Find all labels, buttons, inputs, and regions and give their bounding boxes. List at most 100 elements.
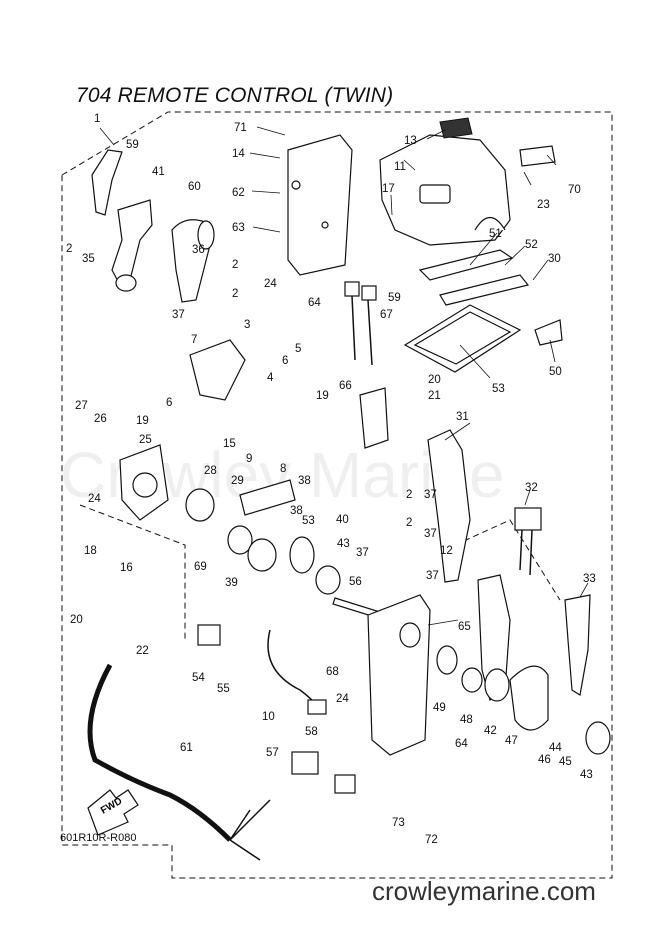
callout: 22	[136, 645, 149, 657]
gear-44	[315, 565, 341, 595]
callout: 20	[70, 614, 83, 626]
callout: 17	[382, 183, 395, 195]
callout: 2	[406, 517, 412, 529]
callout: 43	[337, 538, 350, 550]
grip-60	[91, 149, 123, 216]
callout: 53	[302, 515, 315, 527]
callout: 54	[192, 672, 205, 684]
callout: 37	[424, 489, 437, 501]
callout: 2	[406, 489, 412, 501]
fwd-arrow-icon: FWD	[87, 789, 139, 836]
callout: 16	[120, 562, 133, 574]
diagram-code: 601R10R-R080	[60, 832, 137, 844]
callout: 37	[172, 309, 185, 321]
callout: 37	[426, 570, 439, 582]
callout: 2	[232, 288, 238, 300]
callout: 31	[456, 411, 469, 423]
callout: 24	[88, 493, 101, 505]
ring-50	[461, 667, 483, 693]
assembly-boundary	[61, 111, 613, 879]
callout: 26	[94, 413, 107, 425]
clip-72	[519, 145, 556, 167]
callout: 24	[336, 693, 349, 705]
callout: 18	[84, 545, 97, 557]
plate-53	[418, 249, 530, 306]
callout: 9	[246, 453, 252, 465]
callout: 53	[492, 383, 505, 395]
lever-43b	[477, 574, 511, 702]
callout: 51	[489, 228, 502, 240]
callout: 56	[349, 576, 362, 588]
washer-55	[289, 536, 315, 574]
callout: 24	[264, 278, 277, 290]
callout: 5	[295, 343, 301, 355]
ring-71	[227, 525, 253, 555]
grip-36	[564, 594, 591, 696]
harness-63	[87, 663, 271, 861]
box-68	[359, 387, 389, 449]
callout: 65	[458, 621, 471, 633]
callout: 33	[583, 573, 596, 585]
callout: 49	[433, 702, 446, 714]
harness-61	[344, 281, 377, 366]
lever-43	[111, 199, 153, 292]
callout: 8	[280, 463, 286, 475]
callout: 41	[152, 166, 165, 178]
handle-49	[509, 665, 549, 731]
callout: 67	[380, 309, 393, 321]
callout-labels: 1 2 2 2 2 2 3 4 5 6 6 7 8 9 10 11 12 13 …	[66, 113, 596, 846]
gasket-54	[403, 304, 522, 373]
callout: 6	[282, 355, 288, 367]
bracket-3	[189, 339, 246, 401]
callout: 59	[126, 139, 139, 151]
website-label[interactable]: crowleymarine.com	[372, 876, 596, 906]
callout: 23	[537, 199, 550, 211]
bushing-51	[436, 645, 458, 675]
callout: 73	[392, 817, 405, 829]
callout: 62	[232, 187, 245, 199]
callout: 68	[326, 666, 339, 678]
callout: 38	[290, 505, 303, 517]
control-housing-67	[367, 594, 431, 756]
callout: 59	[388, 292, 401, 304]
callout: 37	[356, 547, 369, 559]
lever-33	[427, 429, 471, 583]
callout: 19	[316, 390, 329, 402]
callout: 2	[232, 259, 238, 271]
callout: 3	[244, 319, 250, 331]
callout: 64	[455, 738, 468, 750]
callout: 7	[191, 334, 197, 346]
connector-56	[197, 624, 221, 646]
callout: 50	[549, 366, 562, 378]
callout: 43	[580, 769, 593, 781]
callout: 10	[262, 711, 275, 723]
lever-62	[171, 219, 215, 303]
callout: 57	[266, 747, 279, 759]
callout: 70	[568, 184, 581, 196]
callout: 37	[424, 528, 437, 540]
harness-35	[514, 507, 542, 576]
callout: 55	[217, 683, 230, 695]
callout: 47	[505, 735, 518, 747]
callout: 4	[267, 372, 274, 384]
sub-boundary-2	[454, 519, 561, 601]
callout: 36	[192, 244, 205, 256]
callout: 35	[82, 253, 95, 265]
diagram-title: 704 REMOTE CONTROL (TWIN)	[76, 84, 394, 107]
callout: 69	[194, 561, 207, 573]
spring-40	[239, 479, 296, 516]
callout: 14	[232, 148, 245, 160]
callout: 66	[339, 380, 352, 392]
callout: 29	[231, 475, 244, 487]
callout: 42	[484, 725, 497, 737]
harness-10	[267, 629, 327, 715]
callout: 58	[305, 726, 318, 738]
callout: 13	[404, 135, 417, 147]
callout: 15	[223, 438, 236, 450]
callout: 6	[166, 397, 172, 409]
callout: 72	[425, 834, 438, 846]
callout: 38	[298, 475, 311, 487]
callout: 21	[428, 390, 441, 402]
callout: 45	[559, 756, 572, 768]
callout: 60	[188, 181, 201, 193]
